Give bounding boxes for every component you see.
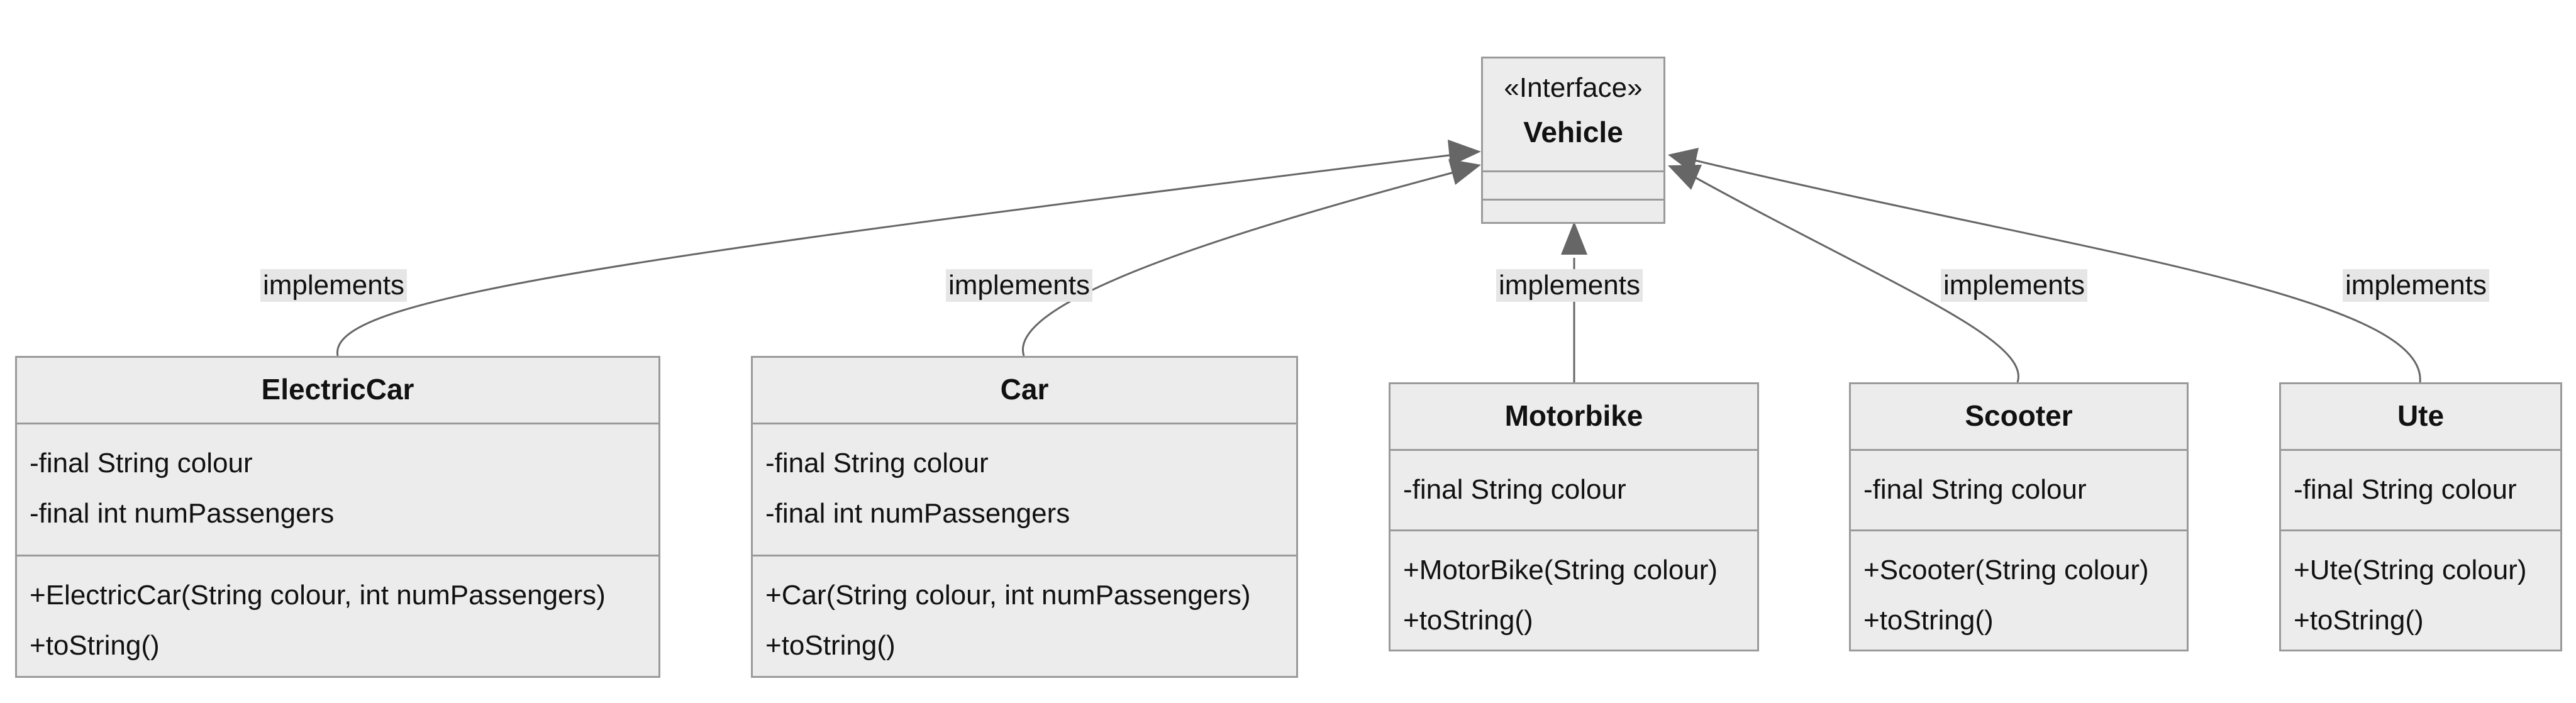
edge-label-electriccar: implements [260,269,407,302]
class-scooter[interactable]: Scooter -final String colour +Scooter(St… [1849,382,2189,651]
edge-electriccar [336,153,1455,357]
attributes-section: -final String colour [1391,451,1757,531]
methods-section: +Car(String colour, int numPassengers) +… [753,556,1296,671]
method: +ElectricCar(String colour, int numPasse… [30,580,606,611]
attribute: -final String colour [30,448,253,479]
class-ute[interactable]: Ute -final String colour +Ute(String col… [2279,382,2562,651]
edge-label-motorbike: implements [1496,269,1643,302]
interface-stereotype: «Interface» [1504,72,1643,103]
methods-section: +ElectricCar(String colour, int numPasse… [17,556,658,671]
interface-methods-section [1483,199,1663,218]
arrowhead-motorbike [1561,221,1587,255]
attribute: -final String colour [2294,474,2517,505]
method: +toString() [1863,605,1994,636]
arrowhead-ute [1668,148,1699,174]
method: +toString() [765,630,896,661]
methods-section: +MotorBike(String colour) +toString() [1391,531,1757,646]
attributes-section: -final String colour [2281,451,2560,531]
edge-scooter [1694,176,2019,383]
attribute: -final int numPassengers [765,498,1070,529]
arrowhead-car [1448,159,1481,185]
method: +MotorBike(String colour) [1403,555,1718,585]
attribute: -final String colour [1863,474,2087,505]
attribute: -final String colour [765,448,989,479]
class-name: Car [753,358,1296,424]
class-name: Scooter [1851,384,2187,451]
attributes-section: -final String colour -final int numPasse… [753,424,1296,556]
class-name: Motorbike [1391,384,1757,451]
attribute: -final int numPassengers [30,498,335,529]
method: +Car(String colour, int numPassengers) [765,580,1251,611]
class-name: ElectricCar [17,358,658,424]
interface-attributes-section [1483,170,1663,199]
method: +toString() [1403,605,1533,636]
interface-vehicle[interactable]: «Interface» Vehicle [1481,57,1665,224]
class-electriccar[interactable]: ElectricCar -final String colour -final … [15,356,660,678]
class-name: Ute [2281,384,2560,451]
edge-label-ute: implements [2343,269,2489,302]
edge-car [1021,171,1455,357]
interface-name: Vehicle [1523,116,1623,148]
method: +toString() [30,630,160,661]
arrowhead-electriccar [1448,140,1481,166]
edge-ute [1694,159,2421,383]
attributes-section: -final String colour -final int numPasse… [17,424,658,556]
attributes-section: -final String colour [1851,451,2187,531]
attribute: -final String colour [1403,474,1626,505]
class-motorbike[interactable]: Motorbike -final String colour +MotorBik… [1389,382,1759,651]
class-car[interactable]: Car -final String colour -final int numP… [751,356,1298,678]
methods-section: +Ute(String colour) +toString() [2281,531,2560,646]
edge-label-scooter: implements [1941,269,2087,302]
edge-label-car: implements [946,269,1092,302]
method: +Scooter(String colour) [1863,555,2149,585]
method: +toString() [2294,605,2424,636]
methods-section: +Scooter(String colour) +toString() [1851,531,2187,646]
method: +Ute(String colour) [2294,555,2527,585]
